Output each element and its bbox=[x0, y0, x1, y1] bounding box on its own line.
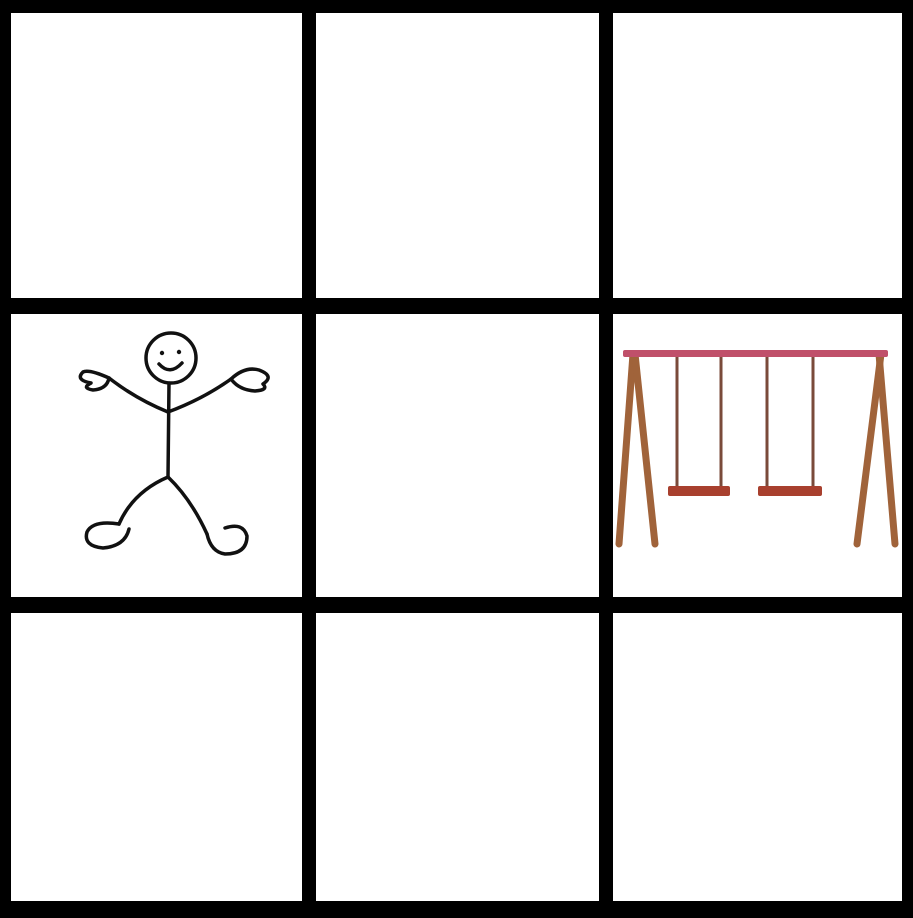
stick-figure-icon bbox=[11, 314, 302, 597]
cell-r3-c2[interactable] bbox=[316, 613, 599, 901]
cell-r1-c2[interactable] bbox=[316, 13, 599, 298]
swing-set-icon bbox=[613, 314, 902, 597]
cell-r2-c1[interactable] bbox=[11, 314, 302, 597]
cell-r1-c1[interactable] bbox=[11, 13, 302, 298]
cell-r2-c2[interactable] bbox=[316, 314, 599, 597]
cell-r3-c1[interactable] bbox=[11, 613, 302, 901]
cell-r3-c3[interactable] bbox=[613, 613, 902, 901]
cell-r1-c3[interactable] bbox=[613, 13, 902, 298]
cell-r2-c3[interactable] bbox=[613, 314, 902, 597]
